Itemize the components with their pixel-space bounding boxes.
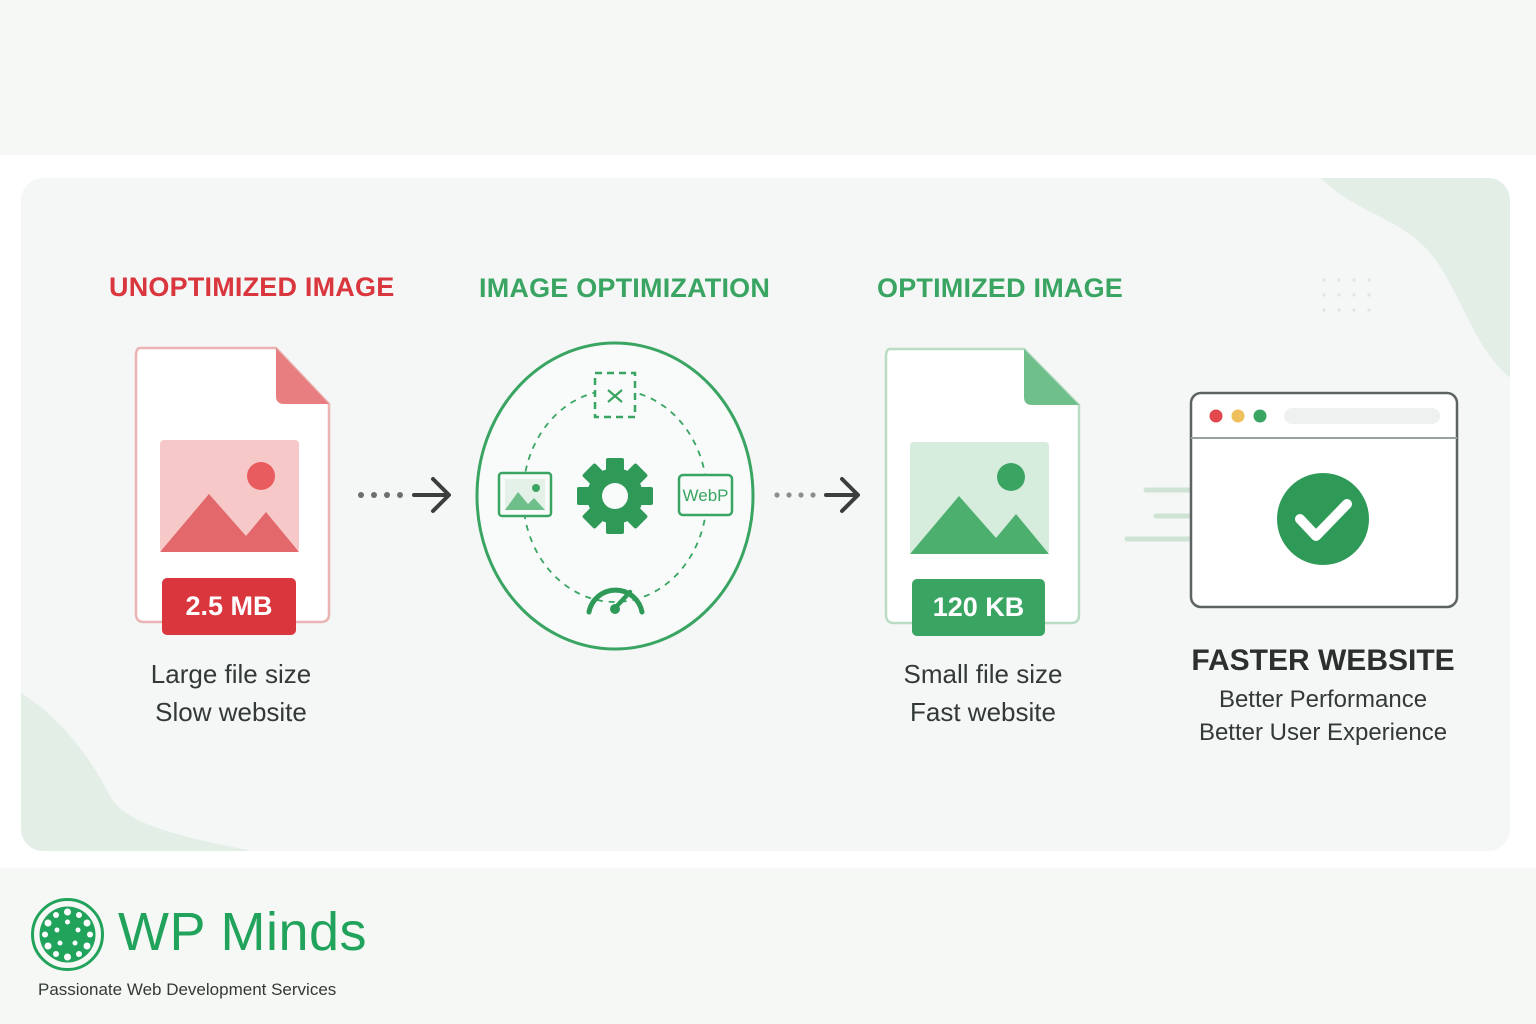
optimization-heading: IMAGE OPTIMIZATION xyxy=(479,273,771,303)
brand-name: WP Minds xyxy=(118,902,368,962)
optimization-process-diagram xyxy=(475,341,755,651)
optimized-caption-1: Small file size xyxy=(903,659,1063,689)
webp-label: WebP xyxy=(682,486,729,505)
result-line-2: Better User Experience xyxy=(1198,719,1448,746)
optimized-heading: OPTIMIZED IMAGE xyxy=(877,273,1123,303)
unoptimized-size-badge: 2.5 MB xyxy=(162,578,296,635)
decor-dots xyxy=(1322,278,1371,312)
unoptimized-caption-2: Slow website xyxy=(155,697,307,727)
webp-icon xyxy=(677,473,734,517)
logo-icon xyxy=(31,898,104,971)
resize-icon xyxy=(593,371,637,419)
browser-window-icon xyxy=(1189,391,1459,609)
arrow-right-icon xyxy=(774,477,860,513)
unoptimized-image-icon xyxy=(160,440,299,552)
result-line-1: Better Performance xyxy=(1218,686,1428,713)
checkmark-icon xyxy=(1277,473,1369,565)
decor-blob-top-right xyxy=(1321,178,1510,378)
optimized-size-badge: 120 KB xyxy=(912,579,1045,636)
brand-tagline: Passionate Web Development Services xyxy=(38,980,337,999)
unoptimized-caption-1: Large file size xyxy=(150,659,312,689)
arrow-right-icon xyxy=(358,477,451,513)
small-image-icon xyxy=(497,471,553,518)
decor-blob-bottom-left xyxy=(21,693,251,851)
optimized-caption-2: Fast website xyxy=(910,697,1056,727)
result-title: FASTER WEBSITE xyxy=(1191,644,1455,677)
optimized-file-icon xyxy=(884,347,1081,625)
optimized-image-icon xyxy=(910,442,1049,554)
gear-icon xyxy=(577,458,653,534)
unoptimized-file-icon xyxy=(134,346,331,624)
speedometer-icon xyxy=(586,587,645,615)
unoptimized-heading: UNOPTIMIZED IMAGE xyxy=(109,272,395,302)
